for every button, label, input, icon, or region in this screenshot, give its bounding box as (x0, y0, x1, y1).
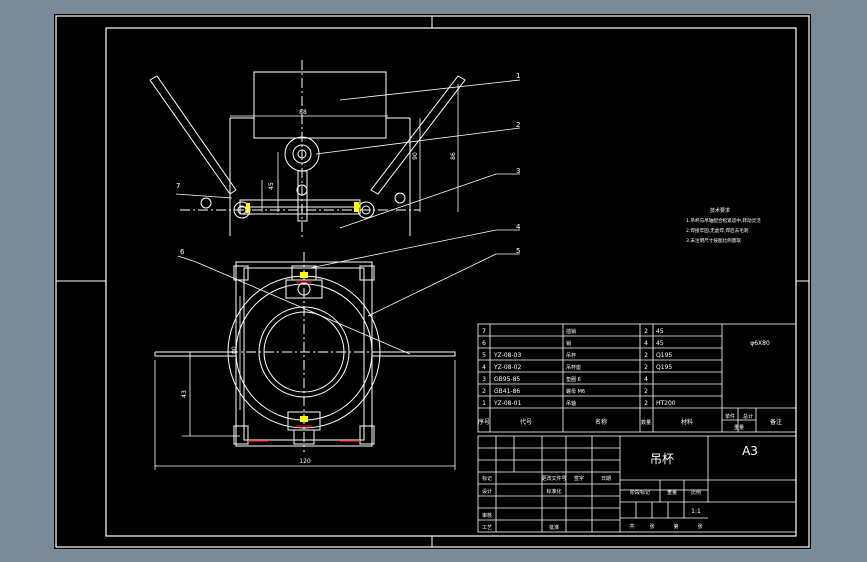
parts-cell-no: 7 (482, 328, 486, 335)
parts-cell-no: 3 (482, 376, 486, 383)
tb-label-mark: 标记 (482, 475, 492, 482)
tb-label-sign: 签字 (574, 475, 584, 482)
parts-cell-code: GB41-86 (494, 388, 520, 395)
top-view (149, 60, 466, 240)
parts-header-name: 名称 (595, 418, 607, 426)
parts-header-no: 序号 (478, 418, 490, 426)
parts-cell-name: 螺母 M6 (566, 388, 585, 395)
parts-header-material: 材料 (681, 418, 693, 426)
parts-cell-name: 垫圈 6 (566, 376, 581, 383)
balloon-3: 3 (516, 167, 520, 175)
parts-header-weight-single: 单件 (725, 413, 735, 420)
parts-cell-name: 销 (566, 340, 571, 347)
tb-label-approve: 批准 (549, 524, 559, 531)
title-scale: 1:1 (691, 508, 701, 515)
top-body-outline (253, 71, 387, 139)
parts-cell-qty: 2 (644, 328, 648, 335)
parts-cell-material: 45 (656, 340, 664, 347)
parts-cell-code: GB95-85 (494, 376, 520, 383)
tb-label-sheet-of: 张 (649, 523, 654, 530)
tb-label-standard: 标准化 (546, 488, 561, 495)
title-sheet-size: A3 (742, 444, 758, 458)
parts-cell-qty: 2 (644, 388, 648, 395)
parts-cell-material: Q195 (656, 352, 672, 359)
parts-cell-no: 1 (482, 400, 486, 407)
parts-header-weight-total: 总计 (743, 413, 753, 420)
sheet-inner-border (105, 27, 797, 537)
parts-header-weight: 重量 (734, 424, 744, 431)
front-dimensions (154, 296, 456, 470)
dim-bottom-width: 120 (299, 458, 311, 465)
parts-cell-material: HT200 (656, 400, 676, 407)
right-handle (370, 75, 466, 195)
parts-cell-code: YZ-08-02 (493, 364, 521, 371)
notes-line-1: 1.吊杯与吊轴配合松紧适中,转动灵活 (686, 217, 761, 224)
drawing-sheet (54, 14, 811, 549)
dim-ring-dia: 100 (231, 346, 238, 358)
parts-cell-material: Q195 (656, 364, 672, 371)
balloon-7: 7 (176, 182, 180, 190)
tb-label-weight: 重量 (667, 489, 677, 496)
tb-label-check: 审核 (482, 512, 492, 519)
parts-cell-note: φ6X80 (750, 340, 770, 347)
parts-cell-code: YZ-08-03 (493, 352, 521, 359)
parts-cell-qty: 2 (644, 352, 648, 359)
balloon-6: 6 (180, 248, 185, 256)
parts-cell-qty: 2 (644, 364, 648, 371)
red-highlights (248, 281, 360, 442)
parts-cell-name: 吊杯 (566, 352, 576, 359)
parts-cell-no: 5 (482, 352, 486, 359)
dim-top-height-c: 86 (450, 152, 457, 160)
tb-label-sheets: 共 (629, 523, 634, 530)
tb-label-design: 设计 (482, 488, 492, 495)
tb-label-stage: 阶段标记 (630, 489, 650, 496)
notes-title: 技术要求 (710, 207, 730, 214)
tb-label-craft: 工艺 (482, 525, 492, 531)
top-dimensions (230, 84, 459, 212)
title-part-name: 吊杯 (650, 452, 674, 466)
dim-bottom-height: 43 (181, 390, 188, 398)
dim-top-width: 88 (299, 109, 307, 116)
tb-label-change: 更改文件号 (541, 475, 566, 482)
centering-marks (56, 16, 809, 547)
parts-cell-name: 吊轴 (566, 400, 576, 407)
parts-header-code: 代号 (520, 418, 532, 426)
parts-cell-no: 4 (482, 364, 486, 371)
parts-cell-name: 插销 (566, 328, 576, 335)
dim-top-height-b: 90 (412, 152, 419, 160)
parts-cell-code: YZ-08-01 (493, 400, 521, 407)
parts-cell-material: 45 (656, 328, 664, 335)
parts-list (477, 323, 797, 433)
tb-label-sheet-of-2: 张 (697, 523, 702, 530)
title-block (477, 435, 797, 533)
parts-cell-qty: 2 (644, 400, 648, 407)
leader-lines (175, 79, 521, 355)
parts-cell-qty: 4 (644, 376, 648, 383)
tb-label-ratio: 比例 (691, 489, 701, 496)
dim-top-height-a: 45 (268, 182, 275, 190)
balloon-4: 4 (516, 223, 521, 231)
front-view (154, 252, 456, 452)
parts-cell-name: 吊杯座 (566, 364, 581, 371)
notes-line-2: 2.焊接牢固,无虚焊,焊后去毛刺 (686, 227, 749, 234)
notes-line-3: 3.未注明尺寸按图比例量取 (686, 237, 741, 244)
technical-notes: 技术要求 1.吊杯与吊轴配合松紧适中,转动灵活 2.焊接牢固,无虚焊,焊后去毛刺… (686, 207, 761, 244)
tb-label-sheet-no: 第 (673, 523, 678, 530)
balloon-5: 5 (516, 247, 520, 255)
parts-header-qty: 数量 (641, 419, 651, 426)
tb-label-date: 日期 (601, 476, 611, 482)
balloon-1: 1 (516, 72, 520, 80)
balloon-2: 2 (516, 121, 520, 129)
left-handle (149, 75, 237, 195)
parts-cell-qty: 4 (644, 340, 648, 347)
yellow-highlights (300, 272, 308, 422)
parts-cell-no: 2 (482, 388, 486, 395)
parts-header-note: 备注 (770, 418, 782, 426)
parts-cell-no: 6 (482, 340, 486, 347)
